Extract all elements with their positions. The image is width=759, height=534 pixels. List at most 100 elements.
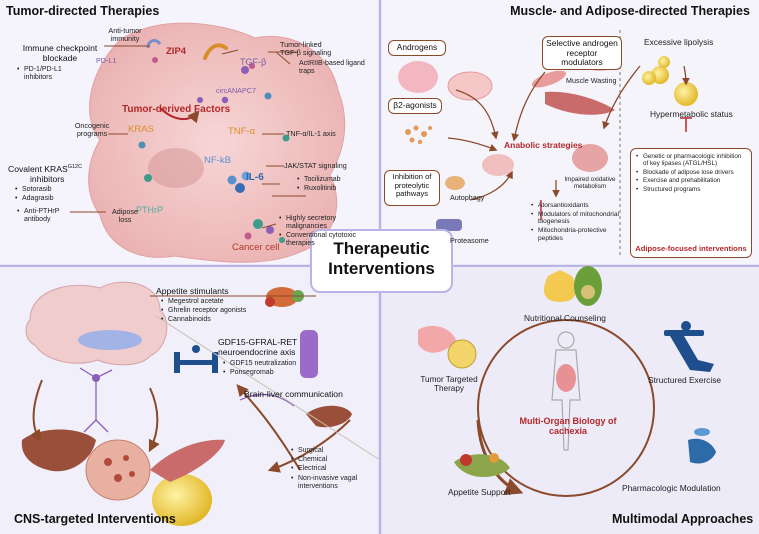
muscle-arrows (447, 65, 690, 201)
impaired-oxidative-label: Impaired oxidative metabolism (564, 176, 616, 191)
anti-pthrp-list: Anti-PTHrP antibody (16, 208, 86, 225)
jak-item: Tocilizumab (297, 176, 340, 184)
cns-section-title: CNS-targeted Interventions (14, 512, 176, 526)
muscle-tissue (150, 439, 225, 482)
secretory-list: Highly secretory malignancies Convention… (278, 215, 370, 250)
tumor-targeted-label: Tumor Targeted Therapy (420, 375, 478, 394)
androgens-box: Androgens (388, 40, 446, 56)
jak-item: Ruxolitinib (297, 185, 341, 193)
secretory-item: Highly secretory malignancies (279, 215, 370, 231)
vagal-item: Electrical (291, 465, 374, 473)
appetite-stimulants-label: Appetite stimulants (156, 286, 229, 296)
pharmacologic-label: Pharmacologic Modulation (622, 483, 721, 493)
gdf15-list: GDF15 neutralization Ponsegromab (222, 360, 296, 378)
appetite-item: Megestrol acetate (161, 298, 246, 306)
gdf15-cell (300, 330, 318, 378)
brain-shape (25, 281, 168, 366)
factor-arrow (159, 107, 200, 124)
vagal-item: Non-invasive vagal interventions (291, 475, 374, 491)
tumor-callout-lines (70, 45, 306, 229)
jak-list: Tocilizumab Ruxolitinib (296, 176, 341, 194)
appetite-item: Ghrelin receptor agonists (161, 307, 246, 315)
appetite-icon (454, 453, 510, 478)
sarm-box: Selective androgen receptor modulators (542, 36, 622, 70)
pd-l1-label: PD-L1 (96, 56, 117, 65)
adipose-focused-label: Adipose-focused interventions (635, 243, 747, 253)
tumor-linked-tgf-label: Tumor-linked TGF-β signaling (280, 40, 332, 58)
adipose-loss-label: Adipose loss (112, 207, 138, 225)
pthrp-label: PTHrP (136, 205, 163, 215)
cancer-cell-label: Cancer cell (232, 242, 280, 253)
tumor-section-title: Tumor-directed Therapies (6, 4, 160, 18)
nutrition-icons (544, 266, 602, 306)
mito-list: Atorsantioxidants Modulators of mitochon… (530, 202, 622, 243)
appetite-item: Cannabinoids (161, 316, 246, 324)
muscle-fiber (447, 71, 493, 101)
immune-checkpoint-label: Immune checkpoint blockade (22, 43, 98, 63)
adipose-item: Blockade of adipose lose drivers (636, 169, 747, 176)
diagonal-line (155, 315, 381, 461)
adipose-box: Genetic or pharmacologic inhibition of k… (630, 148, 752, 258)
muscle-section-title: Muscle- and Adipose-directed Therapies (510, 4, 750, 18)
vagal-nerve (239, 394, 295, 407)
inhibition-box: Inhibition of proteolytic pathways (384, 170, 440, 206)
anti-pthrp-item: Anti-PTHrP antibody (17, 208, 86, 224)
liver-small (306, 405, 352, 428)
mito-item: Atorsantioxidants (531, 202, 622, 210)
autophagy-label: Autophagy (450, 193, 485, 202)
tumor-therapy-icon (418, 325, 477, 369)
cycle-circle (477, 319, 655, 497)
excessive-lipolysis-label: Excessive lipolysis (644, 37, 714, 47)
kras-list: Sotorasib Adagrasib (14, 186, 54, 204)
secretory-item: Conventional cytotoxic therapies (279, 232, 370, 248)
covalent-kras-tail: inhibitors (30, 174, 65, 184)
kras-label: KRAS (128, 124, 154, 135)
hypothalamus (78, 330, 142, 350)
adipose-item: Exercise and prehabilitation (636, 177, 747, 184)
kras-item: Sotorasib (15, 186, 54, 194)
muscle-wasting-label: Muscle Wasting (566, 76, 617, 85)
oncogenic-programs-label: Oncogenic programs (74, 121, 110, 139)
muscle-wasting-fiber (545, 91, 615, 115)
zip4-transporter (203, 43, 228, 60)
tnf-il1-axis-label: TNF-α/IL-1 axis (286, 129, 336, 138)
multimodal-section-title: Multimodal Approaches (612, 512, 754, 526)
covalent-kras-text: Covalent KRAS (8, 163, 68, 174)
vagal-item: Chemical (291, 456, 374, 464)
mito-item: Modulators of mitochondrial biogenesis (531, 211, 622, 226)
structured-exercise-label: Structured Exercise (648, 375, 722, 385)
dumbbell-icon (174, 345, 218, 373)
immune-list: PD-1/PD-L1 inhibitors (16, 66, 86, 83)
gdf15-item: Ponsegromab (223, 369, 296, 377)
actriib-label: ActRIIB-based ligand traps (299, 60, 365, 76)
proteasome-label: Proteasome (450, 236, 489, 245)
circanapc7-label: circANAPC7 (216, 86, 256, 95)
androgen-molecule (398, 61, 438, 93)
anti-tumor-immunity-label: Anti-tumor immunity (108, 26, 142, 44)
b2-agonists-box: β2-agonists (388, 98, 442, 114)
vagal-list: Surgical Chemical Electrical Non-invasiv… (290, 447, 374, 492)
autophagy-vesicle (445, 176, 465, 190)
tgf-beta-label: TGF-β (240, 57, 267, 67)
mitochondria (572, 144, 608, 172)
covalent-kras-label: Covalent KRASG12C (8, 164, 82, 175)
adipose-item: Genetic or pharmacologic inhibition of k… (636, 153, 747, 167)
nutritional-counseling-label: Nutritional Counseling (524, 313, 606, 323)
zip4-label: ZIP4 (166, 46, 187, 57)
tumor-derived-factors-label: Tumor-derived Factors (122, 104, 231, 115)
exercise-icon (664, 321, 714, 372)
appetite-support-label: Appetite Support (448, 487, 511, 497)
il6-label: IL-6 (246, 172, 264, 183)
tumor-cluster (85, 439, 151, 501)
brain-liver-label: Brain-liver communication (244, 389, 343, 399)
pharma-icon (688, 428, 716, 464)
nf-kb-label: NF-kB (204, 155, 231, 166)
jak-stat-label: JAK/STAT signaling (284, 161, 347, 170)
tnf-alpha-label: TNF-α (228, 126, 256, 137)
human-figure (551, 331, 581, 451)
covalent-kras-sup: G12C (67, 164, 83, 170)
anabolic-label: Anabolic strategies (504, 140, 583, 150)
appetite-list: Megestrol acetate Ghrelin receptor agoni… (160, 298, 246, 326)
vagal-item: Surgical (291, 447, 374, 455)
